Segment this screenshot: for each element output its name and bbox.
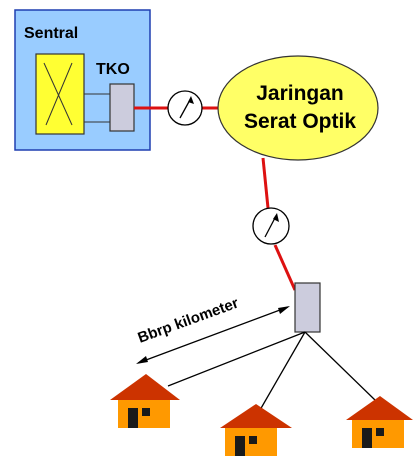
house-icon (346, 396, 413, 448)
drop-line-house-1 (167, 331, 306, 387)
fiber-network: Jaringan Serat Optik (217, 55, 379, 161)
fiber-network-ellipse (217, 55, 379, 161)
fiber-network-label-line2: Serat Optik (244, 110, 356, 133)
terminal-label: TKO (96, 61, 130, 78)
fiber-link-network-meter (261, 157, 270, 209)
central-office-title: Sentral (24, 25, 78, 42)
distance-arrow (136, 306, 290, 364)
house-icon (110, 374, 180, 428)
drop-line-house-3 (304, 331, 376, 401)
terminal-box (109, 83, 135, 132)
gauge-icon (167, 90, 203, 126)
drop-line-house-2 (259, 331, 306, 411)
remote-terminal-box (294, 282, 321, 333)
central-office: Sentral TKO (14, 9, 151, 151)
distance-label: Bbrp kilometer (136, 295, 241, 347)
fiber-link-meter-terminal (273, 244, 297, 291)
gauge-icon (252, 207, 290, 245)
fiber-network-label-line1: Jaringan (256, 82, 344, 105)
house-icon (220, 404, 292, 456)
switch-cross-icon (35, 53, 85, 135)
